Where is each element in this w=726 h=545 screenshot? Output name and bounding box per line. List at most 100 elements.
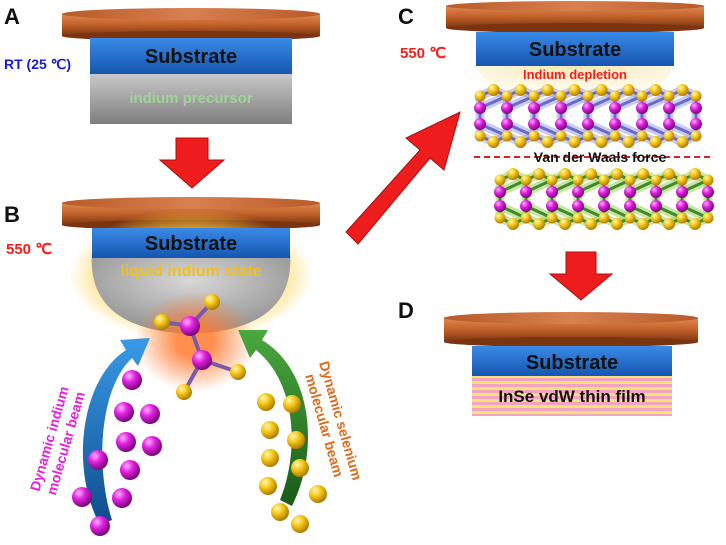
selenium-atom xyxy=(514,136,527,148)
selenium-atom xyxy=(702,212,714,224)
indium-atom xyxy=(494,186,506,198)
selenium-atom xyxy=(271,503,289,521)
selenium-beam-label: Dynamic selenium molecular beam xyxy=(302,359,365,482)
selenium-atom xyxy=(474,90,486,102)
selenium-atom xyxy=(507,218,519,230)
selenium-atom xyxy=(261,421,279,439)
indium-atom xyxy=(690,102,702,114)
selenium-atom xyxy=(514,84,527,96)
selenium-atom xyxy=(663,218,675,230)
selenium-atom xyxy=(611,218,623,230)
indium-atom xyxy=(528,118,540,130)
selenium-atom xyxy=(568,84,581,96)
selenium-atom xyxy=(487,84,500,96)
indium-atom xyxy=(663,118,675,130)
red-down-arrow-cd xyxy=(548,251,614,301)
indium-atom xyxy=(624,186,636,198)
panel-a-letter: A xyxy=(4,4,20,29)
selenium-atom xyxy=(501,90,513,102)
selenium-atom xyxy=(650,212,662,224)
selenium-atom xyxy=(649,84,662,96)
indium-beam-label: Dynamic indium molecular beam xyxy=(27,384,88,496)
indium-atom xyxy=(636,102,648,114)
panel-a-heater xyxy=(62,8,320,41)
selenium-atom xyxy=(598,174,610,186)
panel-b-substrate-label: Substrate xyxy=(145,233,237,255)
selenium-atom xyxy=(474,130,486,142)
selenium-beam-arrow xyxy=(238,330,308,506)
indium-atom xyxy=(120,460,140,480)
selenium-atom xyxy=(572,174,584,186)
indium-atom xyxy=(609,118,621,130)
selenium-atom xyxy=(690,130,702,142)
selenium-atom xyxy=(555,90,567,102)
selenium-atom xyxy=(624,212,636,224)
indium-atom xyxy=(555,118,567,130)
indium-atom xyxy=(112,488,132,508)
selenium-atom xyxy=(494,212,506,224)
selenium-atom xyxy=(611,168,623,180)
selenium-atom xyxy=(287,431,305,449)
panel-d-substrate xyxy=(472,346,672,376)
indium-atom xyxy=(636,118,648,130)
selenium-atom xyxy=(595,84,608,96)
selenium-atom xyxy=(555,130,567,142)
indium-atom xyxy=(624,200,636,212)
selenium-atom xyxy=(582,90,594,102)
selenium-atom xyxy=(291,459,309,477)
selenium-atom xyxy=(649,136,662,148)
indium-atom xyxy=(520,186,532,198)
selenium-beam-atoms xyxy=(257,393,327,533)
selenium-atom xyxy=(636,90,648,102)
selenium-atom xyxy=(309,485,327,503)
selenium-atom xyxy=(690,90,702,102)
indium-atom xyxy=(546,186,558,198)
indium-atom xyxy=(501,118,513,130)
selenium-atom xyxy=(291,515,309,533)
selenium-atom xyxy=(528,130,540,142)
indium-atom xyxy=(663,102,675,114)
selenium-atom xyxy=(520,174,532,186)
indium-atom xyxy=(180,316,200,336)
panel-d-substrate-label: Substrate xyxy=(526,352,618,374)
panel-c-substrate xyxy=(476,32,674,66)
selenium-atom xyxy=(622,84,635,96)
selenium-atom xyxy=(609,90,621,102)
selenium-atom xyxy=(283,395,301,413)
indium-atom xyxy=(650,200,662,212)
panel-b-temperature: 550 ℃ xyxy=(6,241,52,258)
selenium-atom xyxy=(533,168,545,180)
indium-atom xyxy=(494,200,506,212)
inse-layer-bottom xyxy=(494,168,714,230)
selenium-atom xyxy=(546,174,558,186)
selenium-atom xyxy=(624,174,636,186)
selenium-atom xyxy=(622,136,635,148)
selenium-atom xyxy=(676,136,689,148)
indium-beam-arrow xyxy=(82,338,150,525)
panel-b-liquid-label: liquid indium state xyxy=(120,263,261,280)
indium-beam-atoms xyxy=(72,370,162,536)
selenium-atom xyxy=(663,130,675,142)
selenium-atom xyxy=(487,136,500,148)
indium-atom xyxy=(114,402,134,422)
selenium-atom xyxy=(230,364,246,380)
indium-atom xyxy=(598,186,610,198)
indium-atom xyxy=(609,102,621,114)
selenium-atom xyxy=(636,130,648,142)
indium-atom xyxy=(142,436,162,456)
indium-atom xyxy=(598,200,610,212)
indium-atom xyxy=(90,516,110,536)
indium-atom xyxy=(582,118,594,130)
selenium-atom xyxy=(261,449,279,467)
panel-b: B Substrate 550 ℃ liquid indium state xyxy=(4,197,365,536)
selenium-atom xyxy=(637,218,649,230)
selenium-atom xyxy=(259,477,277,495)
selenium-atom xyxy=(559,168,571,180)
indium-atom xyxy=(690,118,702,130)
panel-c-vdw-label: Van der Waals force xyxy=(534,149,667,165)
selenium-atom xyxy=(598,212,610,224)
indium-atom xyxy=(572,186,584,198)
panel-d: D Substrate InSe vdW thin film xyxy=(398,298,698,416)
selenium-atom xyxy=(528,90,540,102)
